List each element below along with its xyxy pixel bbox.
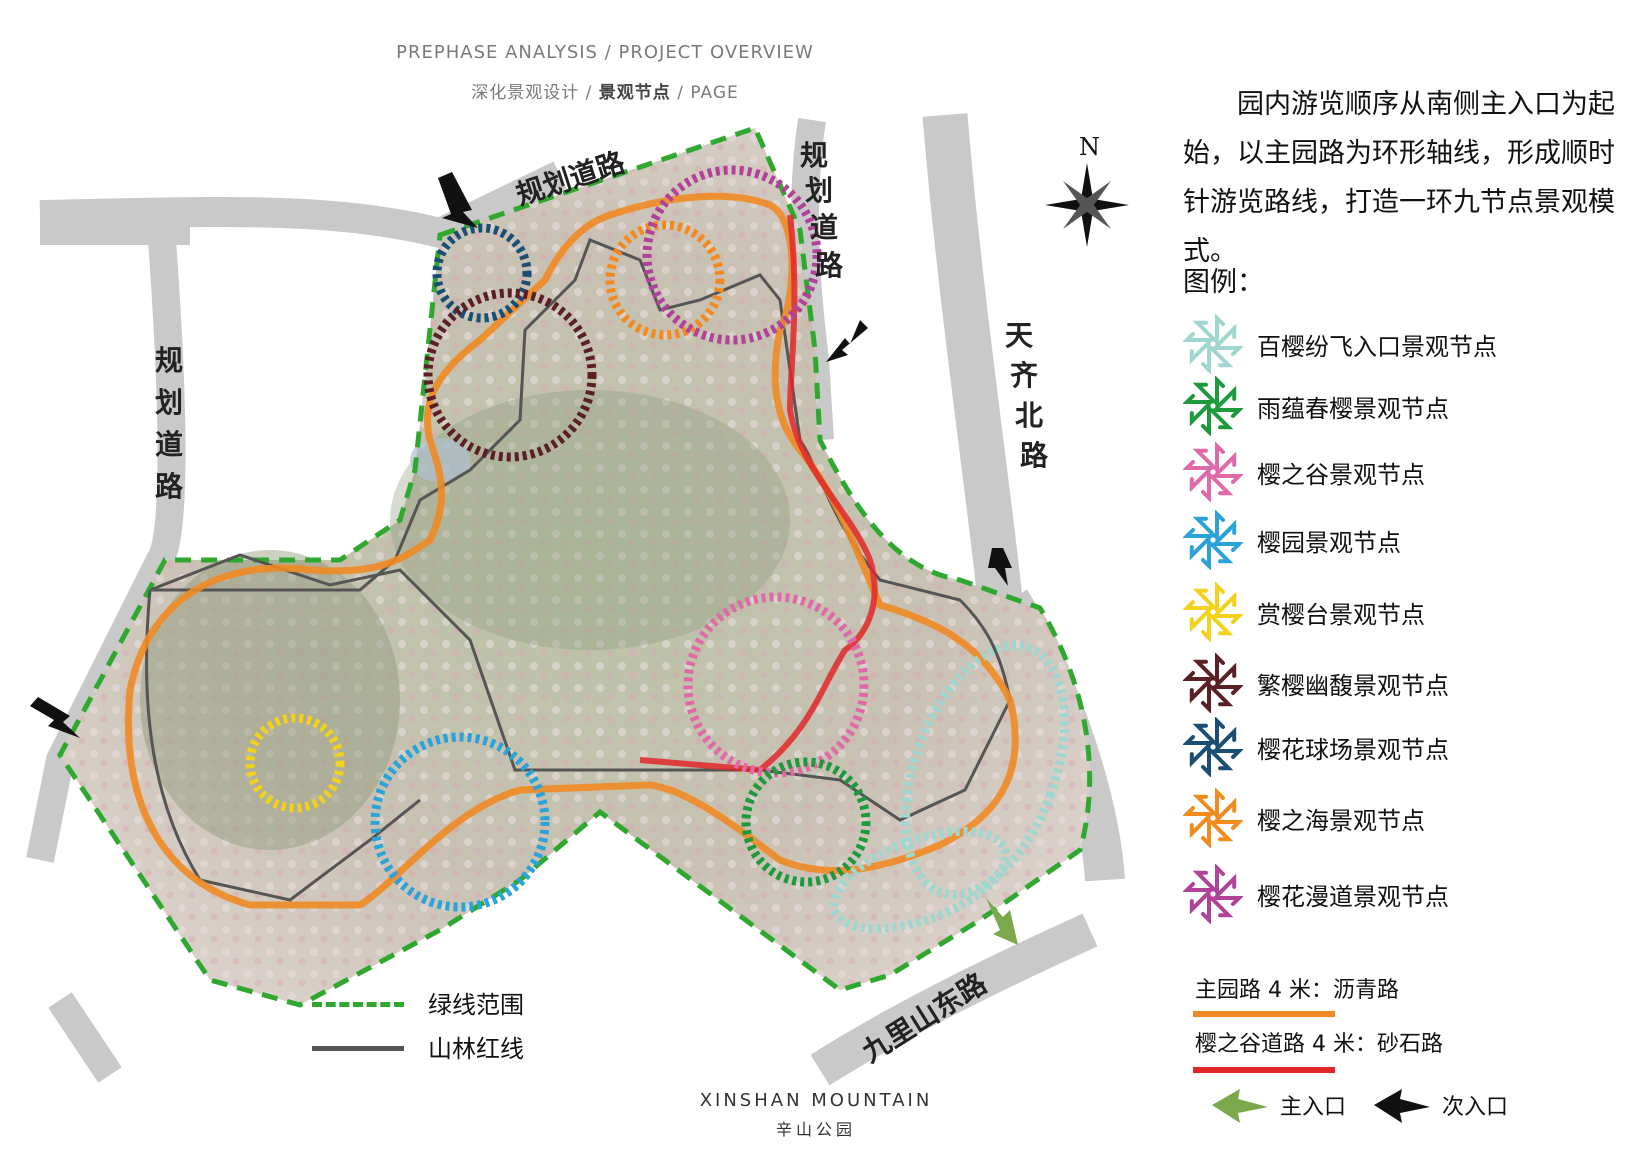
secondary-entrance-legend: 次入口 (1372, 1085, 1508, 1125)
road-label-west: 规 划 道 路 (155, 344, 184, 503)
forest-patch-west (140, 550, 400, 850)
lake (410, 438, 470, 482)
arrow-icon-west (30, 697, 80, 738)
node-ying-hua-man-dao (642, 165, 822, 345)
node-bai-ying-fen-fei (901, 641, 1069, 899)
header-section: 深化景观设计 / (471, 83, 599, 103)
footer-title: XINSHAN MOUNTAIN (699, 1090, 933, 1111)
node-ying-hua-qiu-chang (432, 223, 532, 323)
legend-node-item: 百樱纷飞入口景观节点 (1183, 314, 1497, 374)
svg-text:齐: 齐 (1010, 359, 1039, 392)
secondary-entrance-arrow-icon (1374, 1089, 1430, 1123)
node-swirl-icon (1183, 510, 1243, 570)
road-south (810, 913, 1098, 1086)
green-line-label: 绿线范围 (428, 991, 524, 1019)
legend-node-item: 繁樱幽馥景观节点 (1183, 653, 1449, 713)
legend-node-item: 樱之谷景观节点 (1183, 442, 1425, 502)
forest-patch-center (390, 390, 790, 650)
svg-text:路: 路 (1020, 439, 1049, 472)
node-bai-ying-fen-fei-2 (829, 826, 1011, 934)
header-current: 景观节点 (598, 83, 671, 103)
arrow-icon-north (438, 172, 478, 228)
secondary-entrance-label: 次入口 (1442, 1095, 1509, 1120)
legend-node-label: 百樱纷飞入口景观节点 (1257, 332, 1497, 361)
compass-icon: N (1045, 133, 1129, 247)
header-page: / PAGE (670, 83, 739, 103)
secondary-entrance-markers (30, 172, 1012, 738)
main-road-swatch (1193, 1011, 1335, 1017)
valley-road-swatch (1193, 1067, 1335, 1073)
legend-node-label: 赏樱台景观节点 (1257, 600, 1425, 629)
node-swirl-icon (1183, 442, 1243, 502)
main-entrance-legend: 主入口 (1210, 1085, 1346, 1125)
svg-text:道: 道 (155, 428, 183, 461)
road-west (26, 238, 186, 863)
node-ying-yuan (370, 732, 550, 912)
road-west-corner (40, 200, 190, 245)
forest-line-label: 山林红线 (428, 1035, 524, 1063)
svg-text:路: 路 (155, 470, 184, 503)
footer-subtitle: 辛山公园 (775, 1120, 856, 1139)
valley-road-legend-label: 樱之谷道路 4 米：砂石路 (1195, 1032, 1443, 1057)
green-line-swatch (312, 1002, 404, 1007)
forest-line-swatch (312, 1046, 404, 1051)
road-east (922, 113, 1023, 603)
node-swirl-icon (1183, 788, 1243, 848)
node-shang-ying-tai (245, 713, 345, 813)
node-swirl-icon (1183, 314, 1243, 374)
node-swirl-icon (1183, 376, 1243, 436)
valley-road (639, 214, 878, 774)
node-yu-yun-chun-ying (741, 757, 871, 887)
legend-node-label: 樱之海景观节点 (1257, 806, 1425, 835)
compass-north-label: N (1079, 133, 1100, 161)
legend-node-label: 樱花漫道景观节点 (1257, 882, 1449, 911)
description: 园内游览顺序从南侧主入口为起始，以主园路为环形轴线，形成顺时针游览路线，打造一环… (1183, 80, 1623, 276)
legend-node-label: 雨蕴春樱景观节点 (1257, 394, 1449, 423)
svg-text:北: 北 (1015, 399, 1043, 432)
svg-text:规: 规 (800, 139, 828, 172)
arrow-icon-main-entrance (986, 898, 1018, 945)
legend-node-item: 樱园景观节点 (1183, 510, 1401, 570)
landscape-nodes (245, 165, 1069, 934)
legend-node-item: 赏樱台景观节点 (1183, 582, 1425, 642)
svg-text:道: 道 (810, 211, 838, 244)
svg-text:路: 路 (815, 249, 844, 282)
svg-text:划: 划 (155, 386, 183, 419)
road-southwest (48, 992, 122, 1083)
arrow-icon-northeast (826, 320, 868, 362)
main-entrance-label: 主入口 (1280, 1095, 1347, 1120)
main-entrance-arrow-icon (1212, 1089, 1268, 1123)
node-fan-ying-you-fu (423, 288, 597, 462)
legend-node-item: 樱花漫道景观节点 (1183, 864, 1449, 924)
main-road-legend-label: 主园路 4 米：沥青路 (1195, 978, 1399, 1003)
road-label-northeast: 规 划 道 路 (800, 139, 844, 282)
node-ying-zhi-hai (605, 220, 725, 340)
node-swirl-icon (1183, 653, 1243, 713)
legend-node-label: 樱园景观节点 (1257, 528, 1401, 557)
header-subtitle: 深化景观设计 / 景观节点 / PAGE (0, 78, 1210, 103)
svg-text:天: 天 (1005, 319, 1033, 352)
svg-text:划: 划 (805, 174, 833, 207)
node-swirl-icon (1183, 717, 1243, 777)
road-label-east: 天 齐 北 路 (1005, 319, 1049, 472)
arrow-icon-east (988, 548, 1012, 586)
legend-node-label: 繁樱幽馥景观节点 (1257, 671, 1449, 700)
svg-text:规: 规 (155, 344, 183, 377)
node-swirl-icon (1183, 582, 1243, 642)
legend-node-label: 樱之谷景观节点 (1257, 460, 1425, 489)
legend-node-item: 樱之海景观节点 (1183, 788, 1425, 848)
legend-node-item: 雨蕴春樱景观节点 (1183, 376, 1449, 436)
green-line-boundary (57, 124, 1093, 1008)
legend-title: 图例： (1183, 267, 1264, 298)
legend-node-item: 樱花球场景观节点 (1183, 717, 1449, 777)
description-text: 园内游览顺序从南侧主入口为起始，以主园路为环形轴线，形成顺时针游览路线，打造一环… (1183, 89, 1615, 267)
legend-node-label: 樱花球场景观节点 (1257, 735, 1449, 764)
header-title: PREPHASE ANALYSIS / PROJECT OVERVIEW (396, 42, 814, 63)
node-swirl-icon (1183, 864, 1243, 924)
